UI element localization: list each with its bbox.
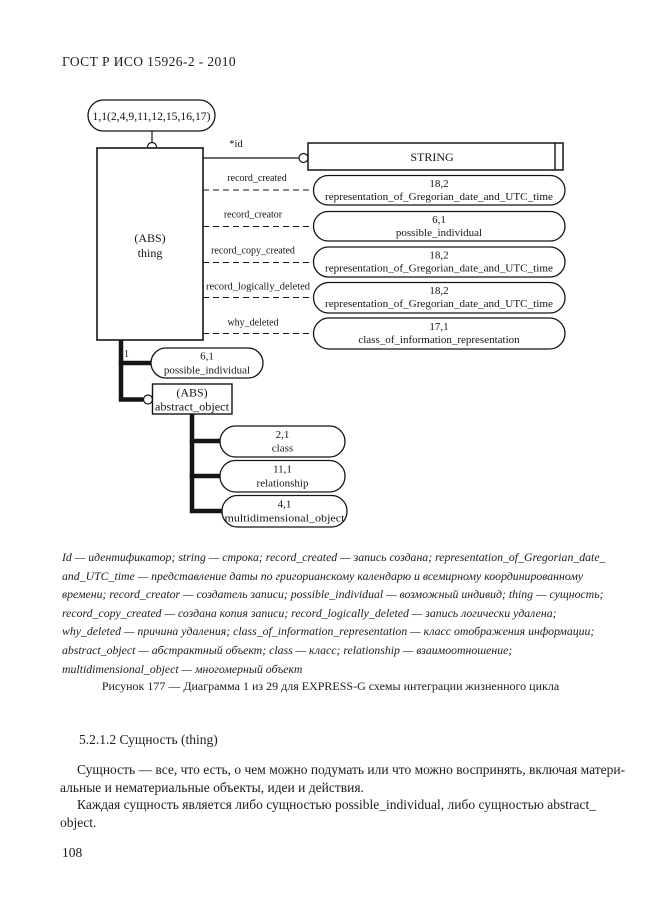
id-attribute-label: *id [229,139,243,150]
string-type-label: STRING [410,150,454,164]
figure-caption: Рисунок 177 — Диаграмма 1 из 29 для EXPR… [101,679,560,693]
body-line: Сущность — все, что есть, о чем можно по… [77,762,626,777]
cardinality-label: 1 [124,349,129,360]
subtype-oval-multidimensional-object: 4,1 multidimensional_object [221,494,348,528]
oval-num: 18,2 [429,285,448,297]
oval-name: class [272,443,293,455]
legend-line: record_copy_created — создана копия запи… [62,605,557,620]
abstract-object-box: (ABS) abstract_object [151,383,233,415]
oval-shape [312,246,566,278]
target-oval-gregorian-2: 18,2 representation_of_Gregorian_date_an… [312,246,566,278]
string-type-box: STRING [307,142,564,171]
attr-label: record_logically_deleted [206,282,310,293]
target-oval-gregorian-1: 18,2 representation_of_Gregorian_date_an… [312,174,566,206]
attr-label: why_deleted [227,318,278,329]
legend-line: why_deleted — причина удаления; class_of… [62,624,595,639]
oval-num: 18,2 [429,250,448,262]
section-heading: 5.2.1.2 Сущность (thing) [79,732,218,747]
abstract-name-label: abstract_object [155,400,230,414]
oval-name: multidimensional_object [225,513,345,525]
oval-name: representation_of_Gregorian_date_and_UTC… [325,263,553,275]
legend-line: Id — идентификатор; string — строка; rec… [62,550,606,564]
thing-entity-box: (ABS) thing [96,147,204,341]
attr-label: record_creator [224,210,283,221]
subtype-oval-class: 2,1 class [219,425,346,458]
oval-num: 2,1 [276,429,290,441]
id-attribute-connector: *id [203,139,309,164]
oval-num: 17,1 [429,321,448,333]
attribute-record-created: record_created [203,173,313,191]
legend-line: abstract_object — абстрактный объект; cl… [62,642,513,657]
thing-box-shape [96,147,204,341]
thing-abs-label: (ABS) [134,231,165,245]
oval-shape [221,494,348,528]
page-ref-label: 1,1(2,4,9,11,12,15,16,17) [93,111,211,123]
attribute-record-copy-created: record_copy_created [203,246,313,264]
attribute-record-logically-deleted: record_logically_deleted [203,282,313,299]
oval-shape [312,281,566,314]
oval-name: possible_individual [164,365,250,377]
attribute-why-deleted: why_deleted [203,318,313,335]
target-oval-gregorian-3: 18,2 representation_of_Gregorian_date_an… [312,281,566,314]
body-line: Каждая сущность является либо сущностью … [77,797,596,813]
legend-line: времени; record_creator — создатель запи… [62,587,604,602]
section-body: Сущность — все, что есть, о чем можно по… [60,761,626,831]
oval-num: 18,2 [429,178,448,190]
oval-shape [219,459,346,493]
target-oval-class-of-information: 17,1 class_of_information_representation [312,317,566,350]
attribute-record-creator: record_creator [203,210,313,228]
id-connector-circle [298,152,309,164]
subtype-tree-thing: 1 [118,340,154,405]
subtype-tree-abstract-object [189,414,222,514]
oval-num: 4,1 [278,499,292,511]
page-header: ГОСТ Р ИСО 15926-2 - 2010 [62,54,237,69]
attr-label: record_copy_created [211,246,295,257]
abstract-object-shape [151,383,233,415]
connector-circle-abstract [142,394,154,405]
figure-legend: Id — идентификатор; string — строка; rec… [62,548,606,678]
thing-name-label: thing [138,246,163,260]
oval-shape [312,210,566,242]
legend-line: and_UTC_time — представление даты по гри… [62,568,584,583]
oval-num: 6,1 [200,351,214,363]
oval-num: 6,1 [432,214,446,226]
subtype-oval-possible-individual: 6,1 possible_individual [150,347,264,379]
string-box-shape [307,142,564,171]
body-line: альные и нематериальные объекты, идеи и … [60,779,364,795]
oval-name: representation_of_Gregorian_date_and_UTC… [325,298,553,310]
oval-shape [150,347,264,379]
page-number: 108 [62,845,83,860]
abstract-abs-label: (ABS) [176,386,207,400]
oval-name: class_of_information_representation [358,334,520,346]
attr-label: record_created [227,173,286,184]
target-oval-possible-individual: 6,1 possible_individual [312,210,566,242]
page-ref-oval-top: 1,1(2,4,9,11,12,15,16,17) [87,99,216,132]
oval-name: representation_of_Gregorian_date_and_UTC… [325,191,553,203]
oval-name: relationship [257,478,309,490]
oval-shape [312,174,566,206]
oval-shape [312,317,566,350]
oval-shape [219,425,346,458]
oval-name: possible_individual [396,227,482,239]
oval-num: 11,1 [273,464,292,476]
body-line: object. [60,814,97,830]
subtype-oval-relationship: 11,1 relationship [219,459,346,493]
legend-line: multidimensional_object — многомерный об… [62,661,303,676]
express-g-diagram: 1,1(2,4,9,11,12,15,16,17) (ABS) thing *i… [87,99,566,528]
